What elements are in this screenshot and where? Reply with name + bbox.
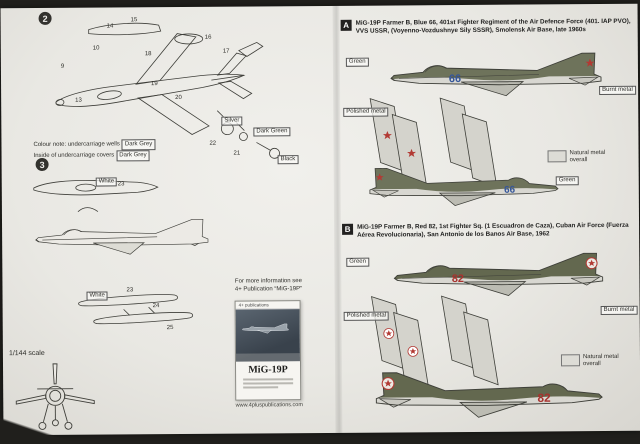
colour-note-intro: Colour note: undercarriage wells (33, 141, 120, 149)
wing-roundel-marking (383, 328, 395, 339)
step-3-number-label: 3 (39, 159, 45, 170)
book-cover: 4+ publications MiG-19P (234, 300, 302, 401)
paint-label: Green (555, 176, 579, 186)
scheme-b-profile-right: 82 (346, 368, 604, 426)
scheme-b-profile-left: 82 (392, 250, 630, 304)
part-number: 16 (204, 34, 212, 41)
step-2-drawing (55, 22, 280, 159)
part-number: 19 (151, 81, 158, 88)
part-number: 25 (166, 325, 174, 332)
part-number: 15 (130, 17, 138, 24)
publication-note: For more information see 4+ Publication … (224, 278, 312, 294)
front-view-drawing (15, 363, 95, 430)
book-title: MiG-19P (248, 364, 288, 376)
book-cover-photo (235, 309, 300, 362)
scheme-a-profile-right: 66 (345, 164, 560, 212)
fin-roundel-marking (585, 257, 598, 270)
bort-number-b2: 82 (537, 391, 551, 405)
publisher-url: www.4pluspublications.com (235, 402, 303, 409)
wing-roundel-marking (407, 345, 419, 357)
colour-note-value-2: Dark Grey (116, 150, 150, 162)
part-number: 20 (175, 94, 182, 102)
step-3-drawing (33, 180, 209, 325)
canopy-part (77, 207, 99, 212)
part-number: 14 (106, 23, 114, 30)
bort-number-b1: 82 (452, 273, 464, 285)
paint-label: Burnt metal (600, 305, 638, 315)
part-number: 9 (60, 63, 65, 70)
paint-label: Natural metal overall (548, 150, 616, 164)
paint-label: Polished metal (343, 311, 390, 321)
bort-number-a1: 66 (449, 73, 461, 85)
colour-note-value-1: Dark Grey (121, 139, 156, 151)
fuselage-shell-top-view (33, 180, 159, 196)
part-number: 22 (209, 140, 217, 147)
drop-tank-2 (93, 312, 194, 325)
scheme-a: A MiG-19P Farmer B, Blue 66, 401st Fight… (340, 18, 638, 224)
publication-note-line-2: 4+ Publication “MiG-19P” (234, 285, 303, 293)
part-number: 23 (126, 287, 134, 294)
paint-label: Silver (221, 116, 243, 126)
part-number: 24 (152, 303, 160, 310)
paint-label: Green (345, 57, 369, 67)
publication-note-line-1: For more information see (234, 278, 302, 285)
step-3-number: 3 (35, 157, 49, 171)
part-number: 17 (222, 48, 230, 55)
front-view-diagram (9, 360, 102, 441)
step-2-number-label: 2 (42, 13, 48, 24)
paint-label: Black (277, 155, 299, 165)
scheme-b: B MiG-19P Farmer B, Red 82, 1st Fighter … (342, 222, 640, 438)
paint-label: Dark Green (253, 127, 291, 137)
paint-label: Polished metal (343, 107, 389, 117)
step-2-number: 2 (38, 11, 52, 25)
fin-roundel-marking (381, 377, 395, 391)
paint-label: White (95, 177, 118, 187)
paint-label: Natural metal overall (561, 354, 629, 368)
paint-label: Burnt metal (599, 85, 636, 95)
bort-number-a2: 66 (504, 185, 516, 196)
part-number: 18 (144, 51, 152, 58)
drop-tank-1 (78, 294, 178, 307)
part-number: 21 (233, 150, 241, 157)
scheme-a-profile-left: 66 (389, 50, 629, 104)
scheme-b-wing-panels (369, 291, 510, 392)
part-number: 13 (75, 97, 82, 104)
scale-label: 1/144 scale (8, 349, 45, 358)
part-number: 10 (92, 45, 100, 52)
paint-label: White (86, 291, 108, 301)
book-cover-aircraft (235, 323, 300, 362)
paint-label: Green (346, 257, 370, 267)
book-subtitle-lines (236, 375, 300, 389)
part-number: 23 (117, 181, 125, 188)
